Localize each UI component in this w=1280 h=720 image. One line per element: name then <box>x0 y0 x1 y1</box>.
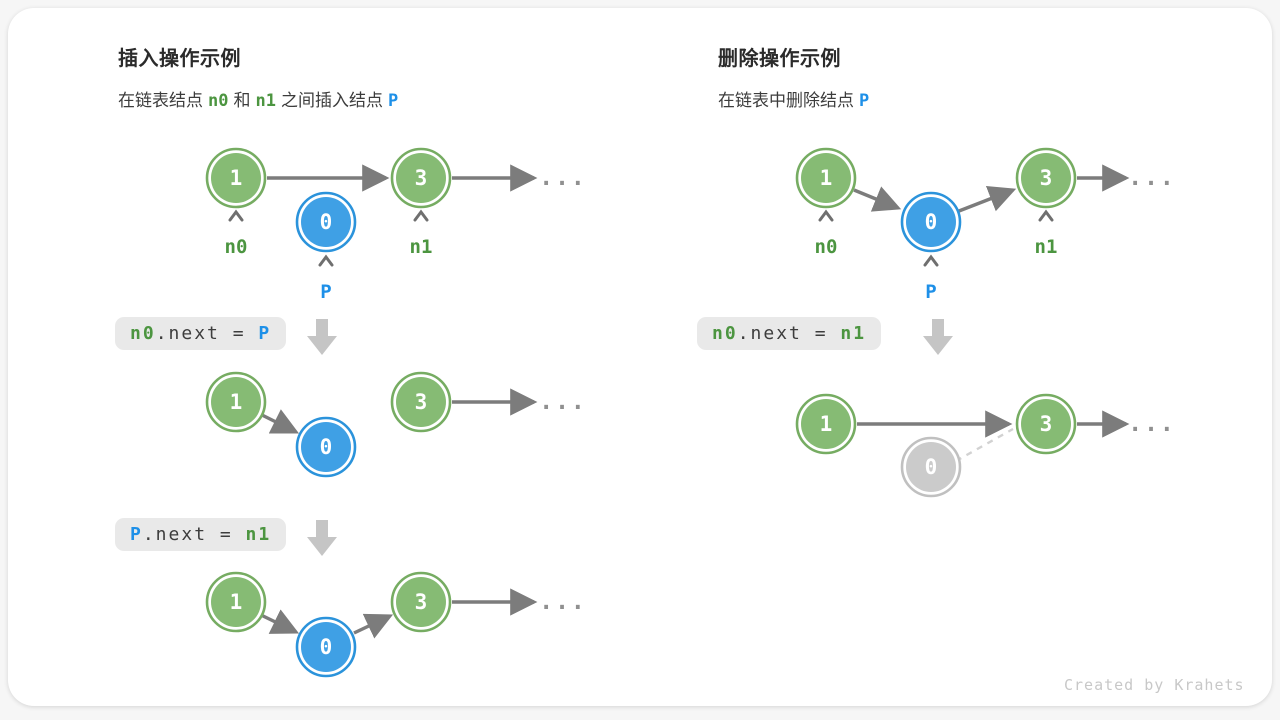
delete-title: 删除操作示例 <box>718 48 841 70</box>
svg-text:0: 0 <box>320 210 333 234</box>
svg-text:1: 1 <box>230 390 243 414</box>
pointer-caret-icon <box>1038 209 1054 222</box>
svg-text:1: 1 <box>230 590 243 614</box>
svg-text:0: 0 <box>925 455 938 479</box>
insert-subtitle-text2: 之间插入结点 <box>280 91 383 110</box>
svg-text:3: 3 <box>1040 412 1053 436</box>
n1-label: n1 <box>410 236 433 258</box>
node-3-green: 3 <box>1015 147 1077 209</box>
svg-text:0: 0 <box>925 210 938 234</box>
ellipsis-dots: ... <box>539 589 587 615</box>
svg-text:1: 1 <box>820 412 833 436</box>
node-3-green: 3 <box>1015 393 1077 455</box>
n1-token: n1 <box>255 91 276 111</box>
svg-text:3: 3 <box>415 390 428 414</box>
node-3-green: 3 <box>390 371 452 433</box>
code-box-insert-step2: P.next = n1 <box>115 518 287 551</box>
n1-label: n1 <box>1035 236 1058 258</box>
node-1-green: 1 <box>205 371 267 433</box>
code-p: P <box>130 524 143 545</box>
node-1-green: 1 <box>795 393 857 455</box>
removed-pointer-dashed-line <box>955 427 1014 463</box>
p-label: P <box>320 281 331 303</box>
next-pointer-arrow <box>260 609 300 634</box>
code-n1: n1 <box>840 323 867 344</box>
code-box-insert-step1: n0.next = P <box>115 317 287 350</box>
p-label: P <box>925 281 936 303</box>
node-0-blue: 0 <box>900 191 962 253</box>
code-op: .next = <box>155 323 259 344</box>
svg-text:3: 3 <box>415 590 428 614</box>
delete-subtitle-text1: 在链表中删除结点 <box>718 91 854 110</box>
code-box-delete-step1: n0.next = n1 <box>697 317 882 350</box>
svg-text:1: 1 <box>230 166 243 190</box>
next-pointer-arrow <box>259 409 300 434</box>
node-0-removed-gray: 0 <box>900 436 962 498</box>
svg-text:1: 1 <box>820 166 833 190</box>
next-pointer-arrow <box>353 613 394 639</box>
delete-section-header: 删除操作示例 在链表中删除结点 P <box>718 42 874 111</box>
code-p: P <box>258 323 272 344</box>
n0-label: n0 <box>225 236 248 258</box>
node-1-green: 1 <box>205 147 267 209</box>
pointer-caret-icon <box>228 209 244 222</box>
code-n0: n0 <box>130 323 156 344</box>
node-1-green: 1 <box>795 147 857 209</box>
code-op: .next = <box>142 524 246 545</box>
node-3-green: 3 <box>390 147 452 209</box>
watermark: Created by Krahets <box>1064 676 1245 694</box>
code-n1: n1 <box>245 524 272 545</box>
ellipsis-dots: ... <box>539 389 587 415</box>
n0-label: n0 <box>815 236 838 258</box>
node-1-green: 1 <box>205 571 267 633</box>
insert-title: 插入操作示例 <box>118 48 241 70</box>
code-n0: n0 <box>712 323 738 344</box>
n0-token: n0 <box>208 91 229 111</box>
insert-subtitle-and: 和 <box>233 91 251 110</box>
svg-text:3: 3 <box>415 166 428 190</box>
next-pointer-arrow <box>853 186 902 212</box>
p-token: P <box>859 91 870 111</box>
svg-text:0: 0 <box>320 435 333 459</box>
down-arrow-icon <box>307 319 337 355</box>
pointer-caret-icon <box>413 209 429 222</box>
next-pointer-arrow <box>958 185 1017 213</box>
ellipsis-dots: ... <box>1128 165 1176 191</box>
ellipsis-dots: ... <box>1128 411 1176 437</box>
svg-text:0: 0 <box>320 635 333 659</box>
node-3-green: 3 <box>390 571 452 633</box>
code-op: .next = <box>737 323 841 344</box>
pointer-caret-icon <box>923 254 939 267</box>
p-token: P <box>387 91 399 111</box>
insert-subtitle-text1: 在链表结点 <box>118 91 203 110</box>
delete-subtitle: 在链表中删除结点 P <box>718 86 874 111</box>
pointer-caret-icon <box>318 254 334 267</box>
ellipsis-dots: ... <box>539 165 587 191</box>
down-arrow-icon <box>923 319 953 355</box>
node-0-blue: 0 <box>295 616 357 678</box>
svg-text:3: 3 <box>1040 166 1053 190</box>
down-arrow-icon <box>307 520 337 556</box>
node-0-blue: 0 <box>295 191 357 253</box>
pointer-caret-icon <box>818 209 834 222</box>
node-0-blue: 0 <box>295 416 357 478</box>
